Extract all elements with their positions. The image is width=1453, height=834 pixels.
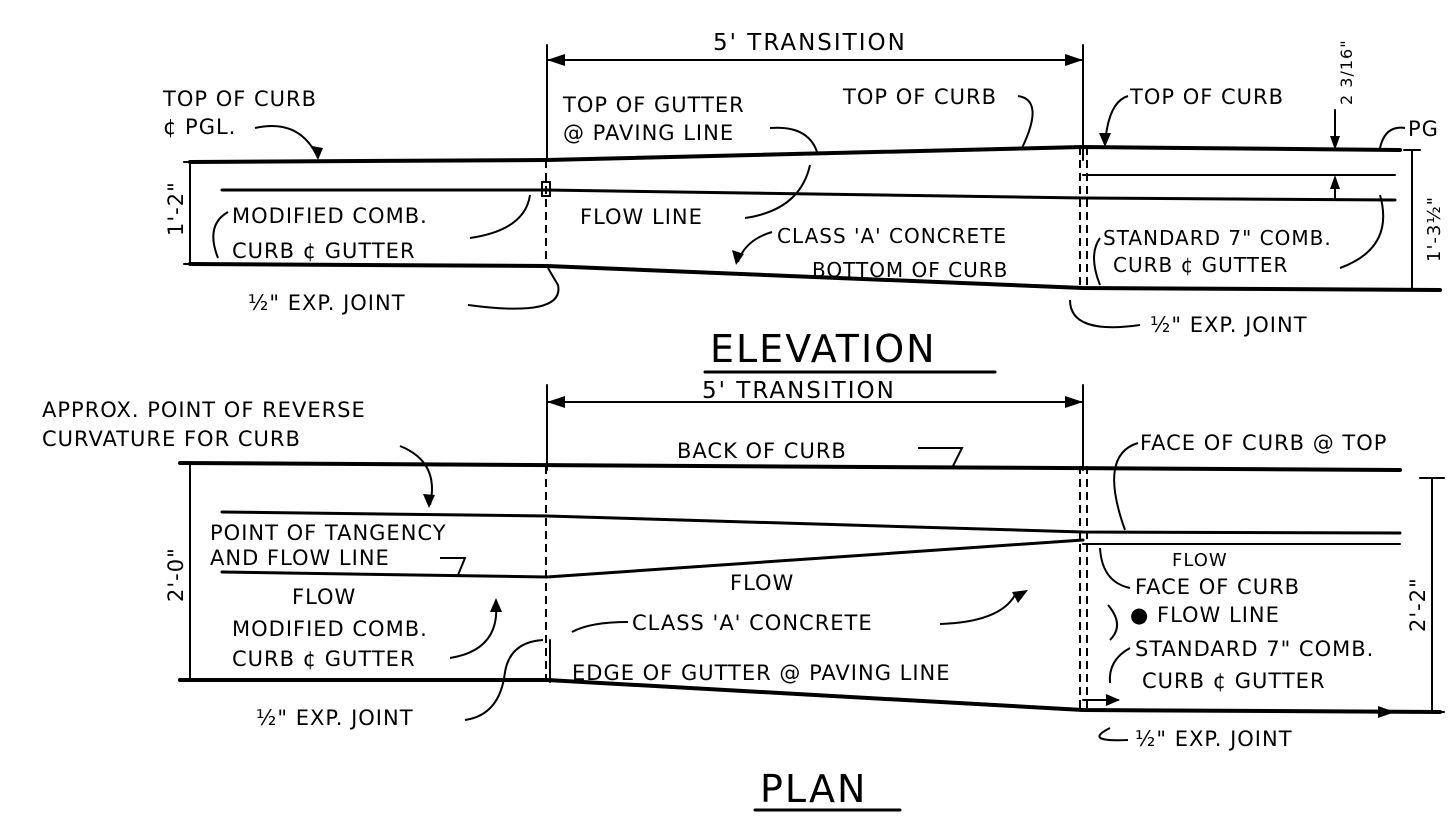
plan-flow-right-label: FLOW: [1172, 550, 1228, 571]
elevation-view: 5' TRANSITION 1'-2" 1'-3½" 2 3/16" TOP O…: [162, 30, 1445, 374]
elevation-bottom-of-curb-label: BOTTOM OF CURB: [812, 258, 1008, 282]
plan-tangency-line2: AND FLOW LINE: [210, 546, 390, 570]
plan-face-of-curb-top-line: [220, 510, 1402, 535]
elevation-flow-line-label: FLOW LINE: [580, 205, 703, 229]
elevation-top-of-curb-mid: TOP OF CURB: [842, 85, 997, 109]
elevation-left-joint-marker: [541, 181, 551, 197]
plan-flow-left-label: FLOW: [292, 585, 356, 609]
elevation-title: ELEVATION: [710, 327, 937, 371]
plan-back-of-curb-line: [178, 461, 1402, 472]
elevation-class-a-label: CLASS 'A' CONCRETE: [777, 224, 1007, 248]
plan-standard-line2: CURB ¢ GUTTER: [1142, 669, 1326, 693]
plan-transition-label: 5' TRANSITION: [702, 378, 896, 404]
elevation-flow-line: [220, 188, 1397, 202]
elevation-top-of-curb-line: [188, 144, 1402, 164]
plan-exp-joint-left: ½" EXP. JOINT: [256, 706, 414, 730]
elevation-modified-line2: CURB ¢ GUTTER: [232, 239, 416, 263]
plan-face-of-curb-flow-line1: FACE OF CURB: [1135, 575, 1300, 599]
plan-standard-line1: STANDARD 7" COMB.: [1135, 637, 1374, 661]
elevation-transition-dimension: [546, 44, 1084, 161]
plan-face-of-curb-flow-line2: ● FLOW LINE: [1130, 603, 1280, 627]
plan-back-of-curb-label: BACK OF CURB: [677, 439, 847, 463]
plan-edge-of-gutter-label: EDGE OF GUTTER @ PAVING LINE: [572, 661, 951, 685]
plan-approx-line1: APPROX. POINT OF REVERSE: [42, 398, 366, 422]
elevation-top-of-curb-pgl-line1: TOP OF CURB: [162, 87, 317, 111]
plan-edge-of-gutter-line: [178, 678, 1442, 714]
plan-modified-line2: CURB ¢ GUTTER: [232, 647, 416, 671]
elevation-pg-label: PG: [1408, 117, 1439, 141]
plan-approx-line2: CURVATURE FOR CURB: [42, 427, 301, 451]
plan-title: PLAN: [760, 767, 867, 811]
elevation-exp-joint-left: ½" EXP. JOINT: [248, 291, 406, 315]
elevation-top-of-gutter-line2: @ PAVING LINE: [563, 121, 734, 145]
plan-right-dimension: 2'-2": [1406, 577, 1430, 632]
plan-face-of-curb-top-label: FACE OF CURB @ TOP: [1140, 431, 1387, 455]
elevation-top-dimension: 2 3/16": [1337, 39, 1356, 105]
elevation-top-of-gutter-line1: TOP OF GUTTER: [562, 93, 745, 117]
plan-transition-dimension: [546, 384, 1084, 471]
plan-exp-joint-right: ½" EXP. JOINT: [1135, 727, 1293, 751]
elevation-bottom-of-curb-line: [188, 262, 1442, 292]
elevation-left-dimension: 1'-2": [164, 181, 188, 236]
elevation-transition-label: 5' TRANSITION: [713, 30, 907, 56]
plan-class-a-label: CLASS 'A' CONCRETE: [632, 611, 873, 635]
plan-tangency-line1: POINT OF TANGENCY: [210, 521, 447, 545]
plan-flow-mid-label: FLOW: [730, 571, 794, 595]
elevation-top-of-curb-right: TOP OF CURB: [1129, 85, 1284, 109]
elevation-top-of-curb-pgl-line2: ¢ PGL.: [163, 115, 236, 139]
plan-left-dimension: 2'-0": [164, 547, 188, 602]
elevation-exp-joint-right: ½" EXP. JOINT: [1150, 313, 1308, 337]
elevation-modified-line1: MODIFIED COMB.: [232, 204, 428, 228]
elevation-standard-line1: STANDARD 7" COMB.: [1103, 226, 1332, 250]
elevation-right-dimension: 1'-3½": [1424, 196, 1445, 262]
plan-view: 5' TRANSITION 2'-0" 2'-2" APPROX. POINT …: [42, 378, 1445, 812]
elevation-standard-line2: CURB ¢ GUTTER: [1113, 253, 1288, 277]
plan-modified-line1: MODIFIED COMB.: [232, 617, 428, 641]
